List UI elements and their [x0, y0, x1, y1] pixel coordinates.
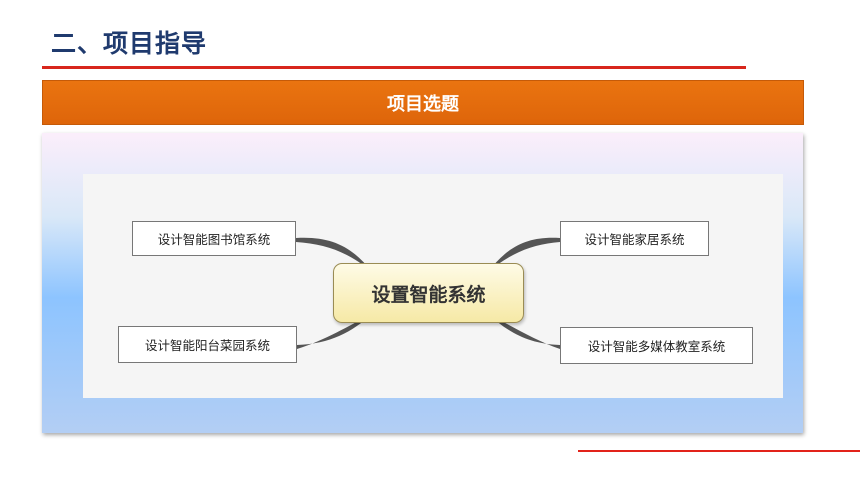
title-underline [42, 66, 746, 69]
topic-banner: 项目选题 [42, 80, 804, 125]
central-node: 设置智能系统 [333, 263, 524, 323]
branch-node-multimedia-classroom: 设计智能多媒体教室系统 [560, 327, 753, 364]
branch-node-library: 设计智能图书馆系统 [132, 221, 296, 256]
branch-node-balcony-garden: 设计智能阳台菜园系统 [118, 326, 297, 363]
section-title: 二、项目指导 [51, 29, 208, 58]
footer-accent-line [578, 450, 860, 452]
central-node-label: 设置智能系统 [371, 283, 486, 306]
branch-node-smart-home: 设计智能家居系统 [560, 221, 709, 256]
banner-label: 项目选题 [387, 93, 459, 115]
